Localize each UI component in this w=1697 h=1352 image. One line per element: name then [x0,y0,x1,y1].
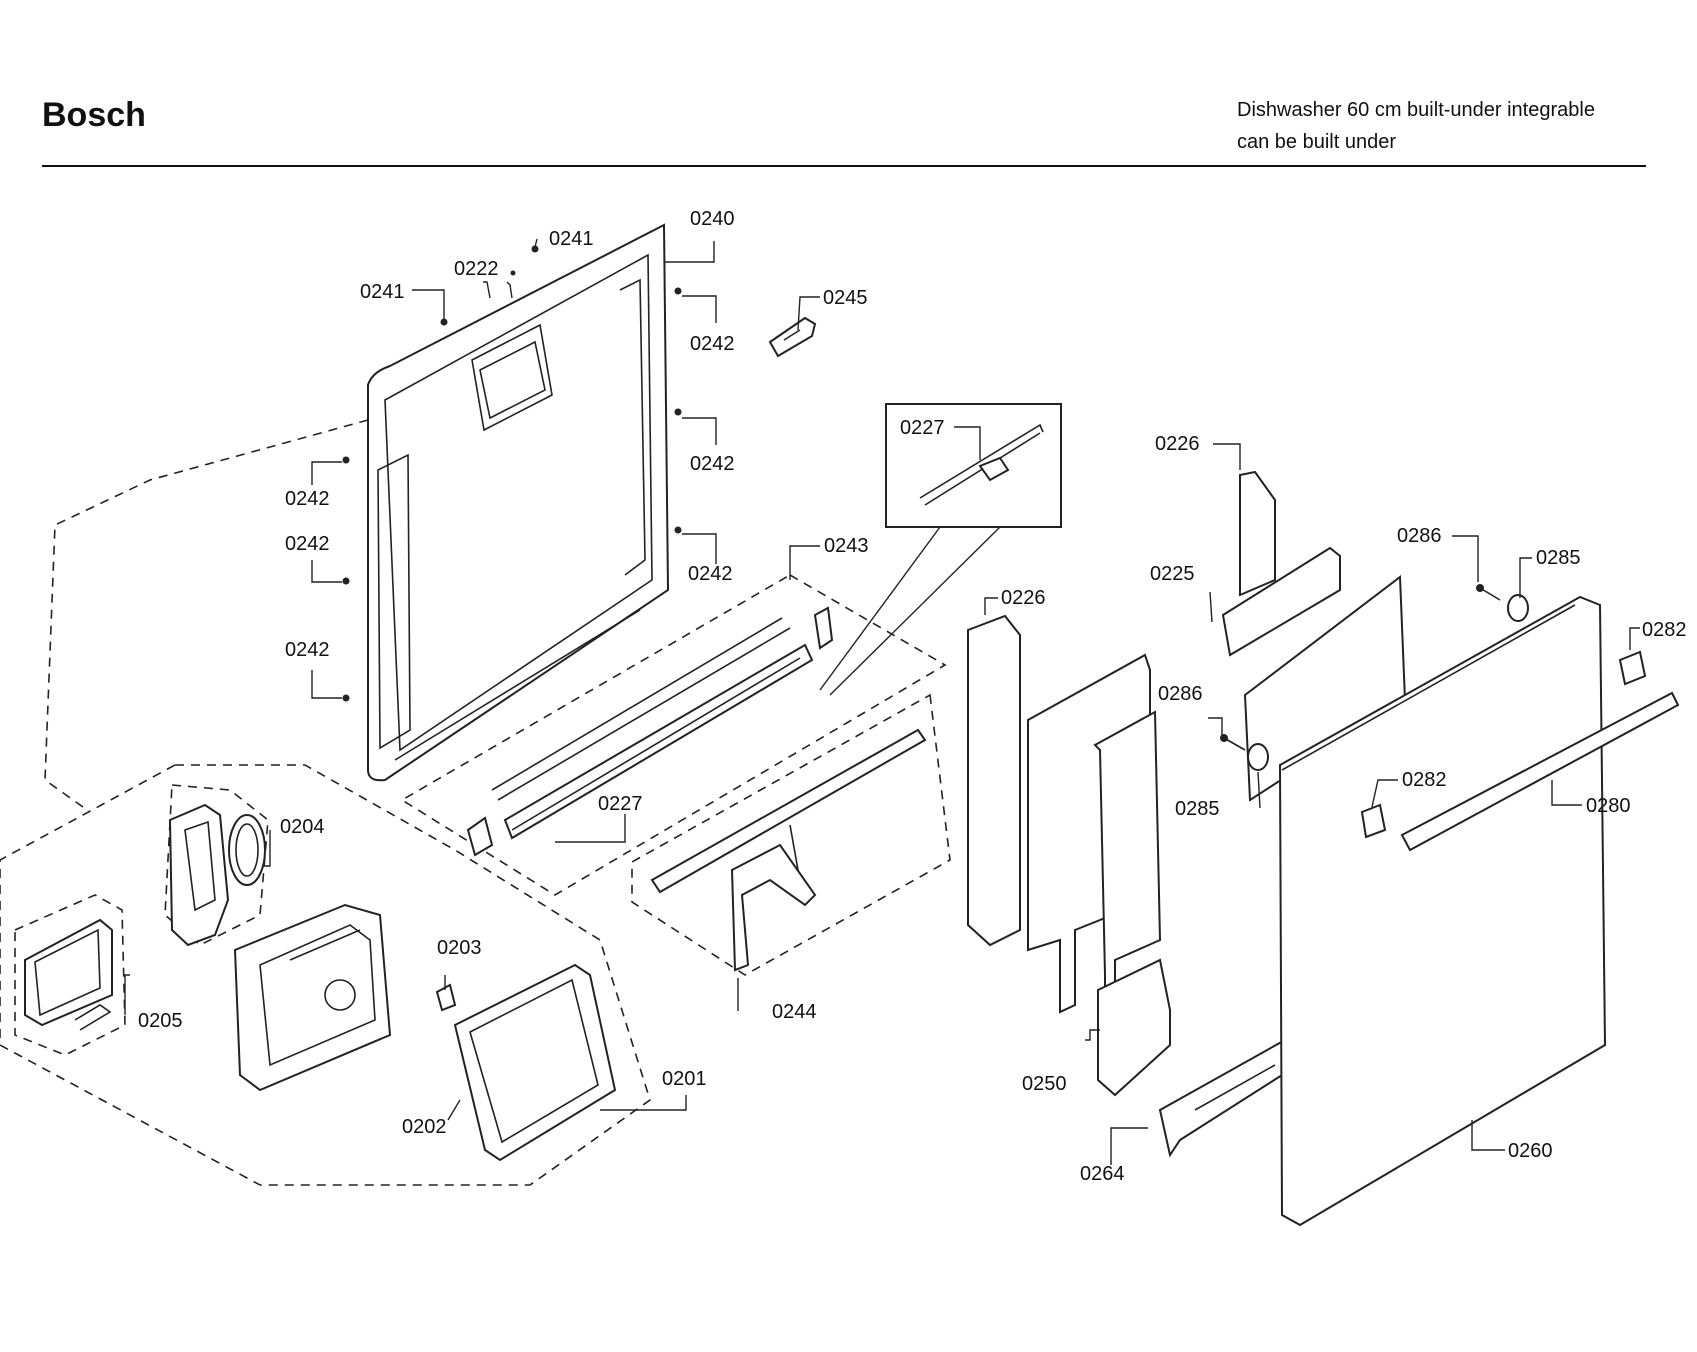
label-0282-right: 0282 [1642,619,1687,641]
header-divider [42,165,1646,167]
label-0227-rail: 0227 [598,793,643,815]
label-0282-mid: 0282 [1402,769,1447,791]
label-0241-top: 0241 [549,228,594,250]
label-0204: 0204 [280,816,325,838]
label-0264: 0264 [1080,1163,1125,1185]
label-0242-right-2: 0242 [690,453,735,475]
bracket-0244 [650,728,927,972]
label-0243: 0243 [824,535,869,557]
label-0205: 0205 [138,1010,183,1032]
label-0242-left-2: 0242 [285,533,330,555]
label-0286-mid: 0286 [1158,683,1203,705]
label-0286-top: 0286 [1397,525,1442,547]
label-0250: 0250 [1022,1073,1067,1095]
label-0227-inset: 0227 [900,417,945,439]
label-0241-left: 0241 [360,281,405,303]
label-0226-top: 0226 [1155,433,1200,455]
label-0201: 0201 [662,1068,707,1090]
model-description: Dishwasher 60 cm built-under integrable … [1237,94,1595,158]
description-line-1: Dishwasher 60 cm built-under integrable [1237,99,1595,121]
label-0245: 0245 [823,287,868,309]
description-line-2: can be built under [1237,131,1397,153]
label-0240: 0240 [690,208,735,230]
label-0260: 0260 [1508,1140,1553,1162]
part-labels: 0240 0241 0241 0222 0245 0242 0242 0242 … [138,208,1687,1185]
leader-lines [124,238,1640,1165]
label-0242-left-3: 0242 [285,639,330,661]
label-0285-top: 0285 [1536,547,1581,569]
label-0226-left: 0226 [1001,587,1046,609]
control-module-parts [24,803,617,1162]
label-0285-mid: 0285 [1175,798,1220,820]
front-panel-parts [967,470,1680,1227]
label-0242-right-3: 0242 [688,563,733,585]
brand-title: Bosch [42,96,146,134]
label-0242-left-1: 0242 [285,488,330,510]
screw-icons [342,245,682,702]
label-0203: 0203 [437,937,482,959]
label-0222: 0222 [454,258,499,280]
rail-assembly-0243 [466,606,834,857]
label-0202: 0202 [402,1116,447,1138]
clip-0245 [768,316,817,358]
inner-door-frame [367,223,670,782]
label-0244: 0244 [772,1001,817,1023]
assembly-dashed-outlines [0,419,951,1186]
label-0225: 0225 [1150,563,1195,585]
label-0280: 0280 [1586,795,1631,817]
label-0242-right-1: 0242 [690,333,735,355]
detail-inset-0227 [819,403,1062,696]
